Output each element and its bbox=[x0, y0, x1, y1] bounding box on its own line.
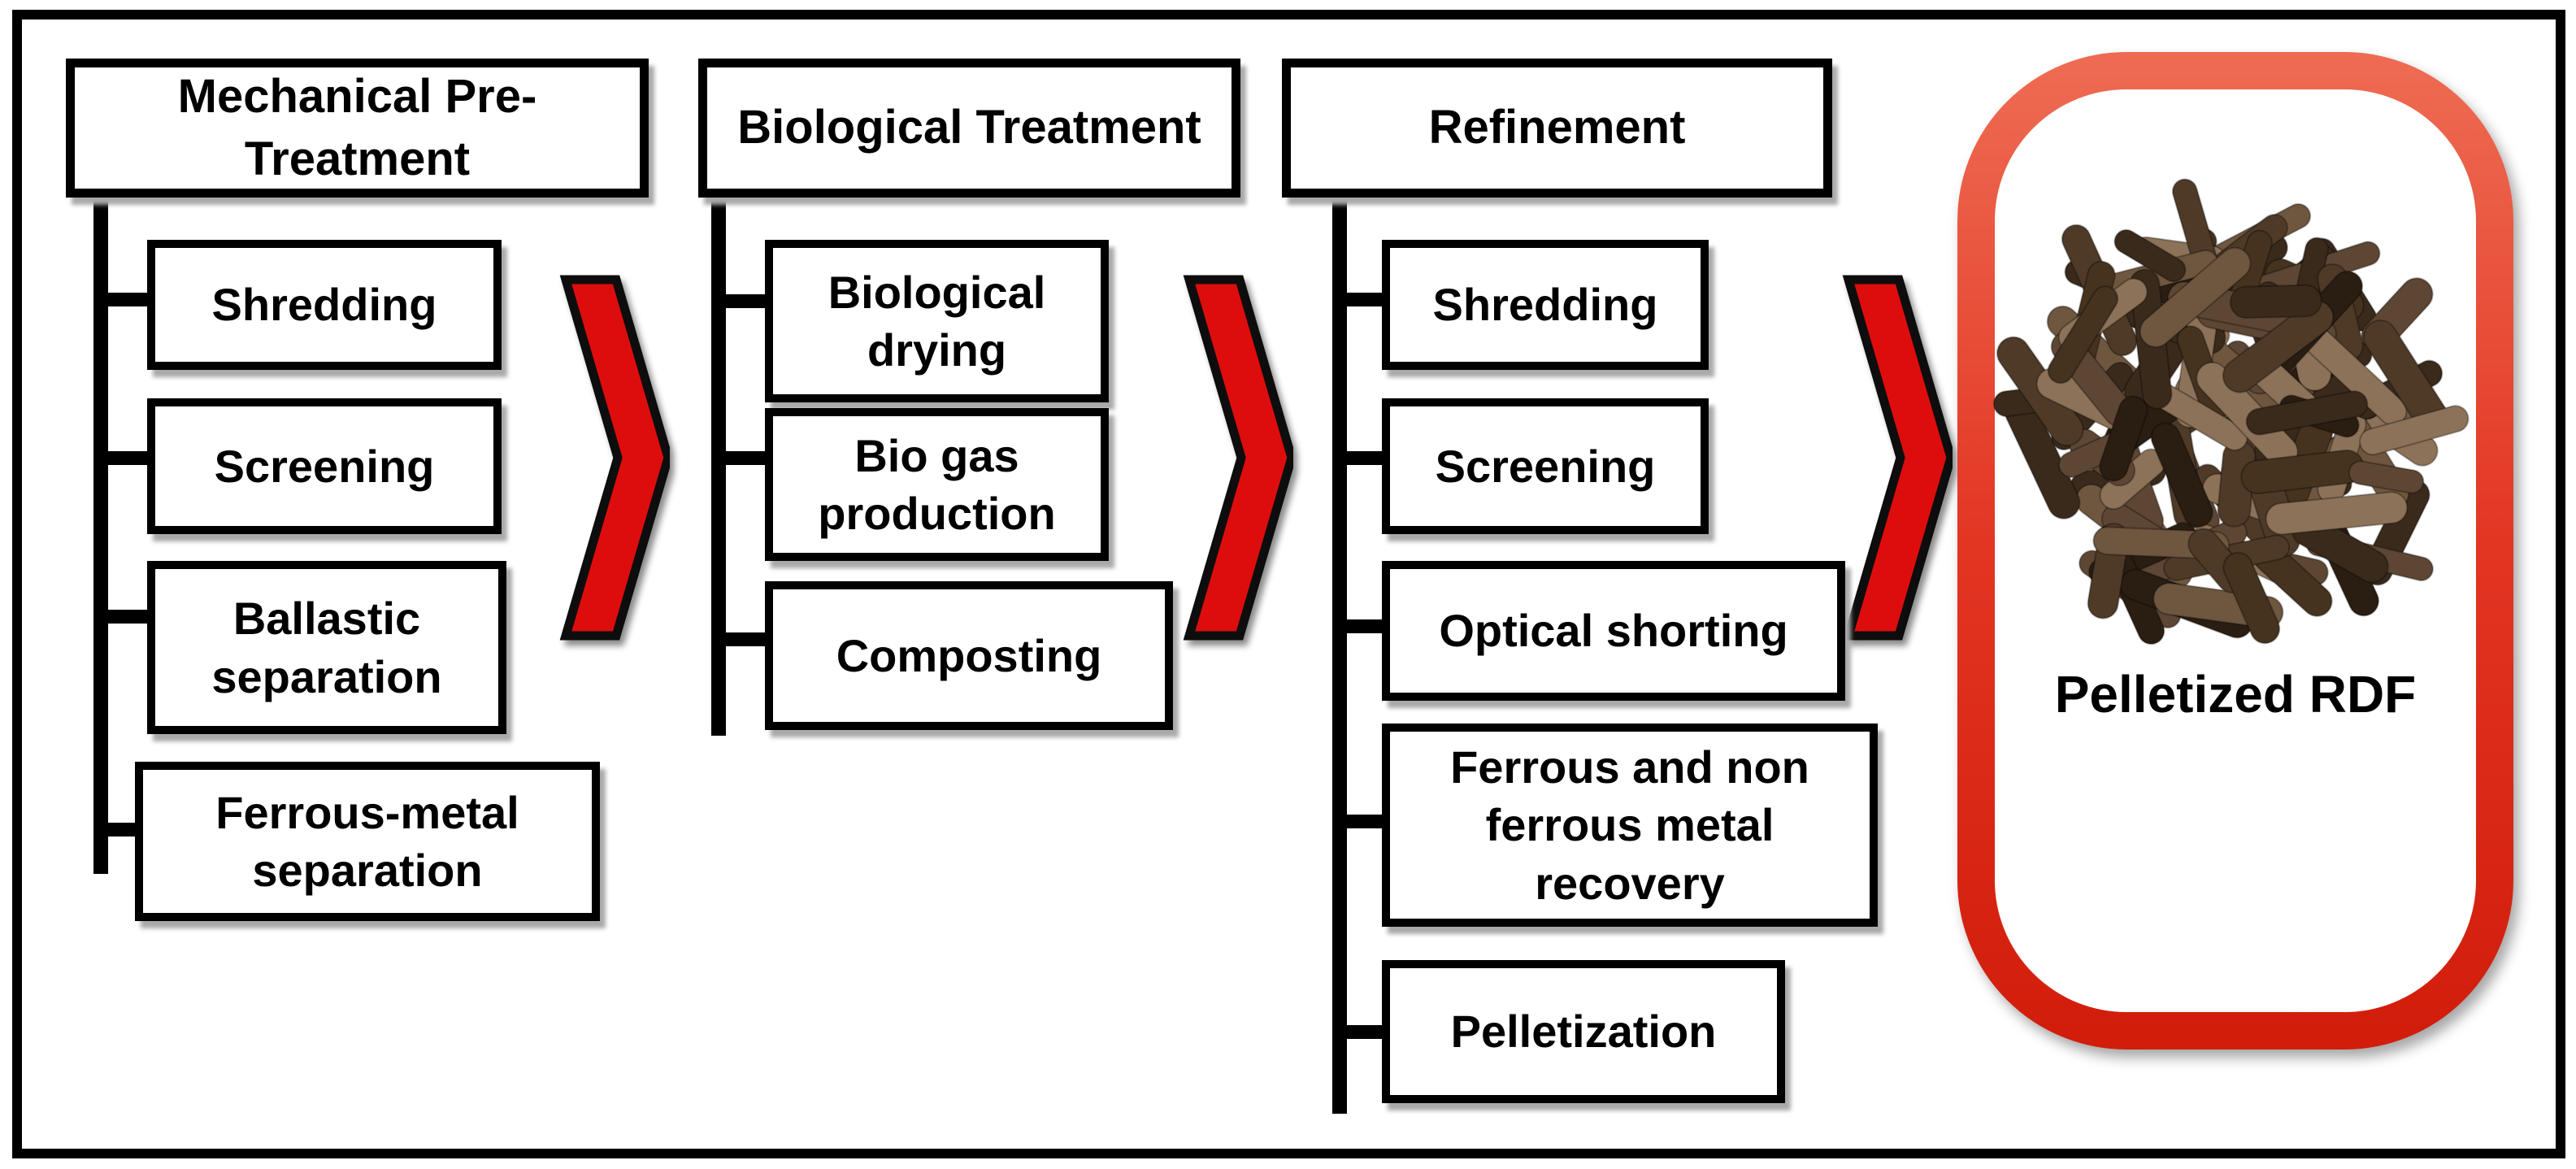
stage-title: Biological Treatment bbox=[737, 101, 1201, 154]
step-box: Ballastic separation bbox=[147, 561, 506, 734]
connector-tick bbox=[101, 451, 150, 465]
connector-tick bbox=[1340, 293, 1384, 306]
stage-header-biological-treatment: Biological Treatment bbox=[698, 59, 1240, 198]
step-box: Shredding bbox=[147, 240, 502, 370]
step-box: Optical shorting bbox=[1382, 561, 1845, 701]
step-box: Screening bbox=[147, 398, 502, 534]
rdf-pellets-photo bbox=[1992, 178, 2470, 645]
step-label: Optical shorting bbox=[1439, 605, 1788, 657]
connector-tick bbox=[719, 451, 767, 465]
step-box: Ferrous and non ferrous metal recovery bbox=[1382, 724, 1878, 927]
connector-tick bbox=[1340, 815, 1384, 828]
step-label: Shredding bbox=[211, 279, 437, 331]
red-chevron-arrow-icon bbox=[1183, 275, 1293, 641]
step-box: Shredding bbox=[1382, 240, 1709, 370]
connector-tick bbox=[101, 293, 150, 306]
step-box: Composting bbox=[765, 581, 1173, 730]
step-box: Screening bbox=[1382, 398, 1709, 534]
step-label: Ferrous-metal separation bbox=[215, 786, 519, 896]
step-label: Bio gas production bbox=[818, 429, 1056, 539]
step-box: Biological drying bbox=[765, 240, 1109, 402]
connector-tick bbox=[719, 294, 767, 308]
connector-trunk-mechanical bbox=[93, 195, 108, 874]
connector-tick bbox=[1340, 619, 1384, 633]
connector-tick bbox=[719, 632, 767, 646]
connector-trunk-refinement bbox=[1332, 195, 1347, 1114]
step-label: Ferrous and non ferrous metal recovery bbox=[1450, 741, 1809, 909]
stage-header-refinement: Refinement bbox=[1282, 59, 1832, 198]
step-box: Bio gas production bbox=[765, 408, 1109, 561]
result-capsule bbox=[1957, 52, 2513, 1049]
step-label: Screening bbox=[1435, 440, 1656, 492]
stage-header-mechanical-pre-treatment: Mechanical Pre-Treatment bbox=[66, 59, 649, 198]
connector-tick bbox=[101, 610, 150, 624]
result-label: Pelletized RDF bbox=[2054, 665, 2417, 724]
step-label: Composting bbox=[836, 629, 1102, 681]
step-label: Pelletization bbox=[1450, 1006, 1717, 1058]
step-label: Ballastic separation bbox=[211, 593, 442, 702]
connector-tick bbox=[1340, 451, 1384, 465]
diagram-border-frame bbox=[12, 10, 2565, 1158]
step-box: Ferrous-metal separation bbox=[135, 762, 600, 921]
connector-tick bbox=[1340, 1025, 1384, 1039]
red-chevron-arrow-icon bbox=[1842, 275, 1953, 641]
red-chevron-arrow-icon bbox=[559, 275, 670, 641]
step-label: Biological drying bbox=[828, 266, 1046, 376]
step-label: Shredding bbox=[1432, 279, 1658, 331]
step-label: Screening bbox=[214, 440, 435, 492]
step-box: Pelletization bbox=[1382, 960, 1785, 1103]
stage-title: Mechanical Pre-Treatment bbox=[177, 69, 537, 185]
connector-trunk-biological bbox=[711, 195, 726, 736]
stage-title: Refinement bbox=[1428, 101, 1686, 154]
